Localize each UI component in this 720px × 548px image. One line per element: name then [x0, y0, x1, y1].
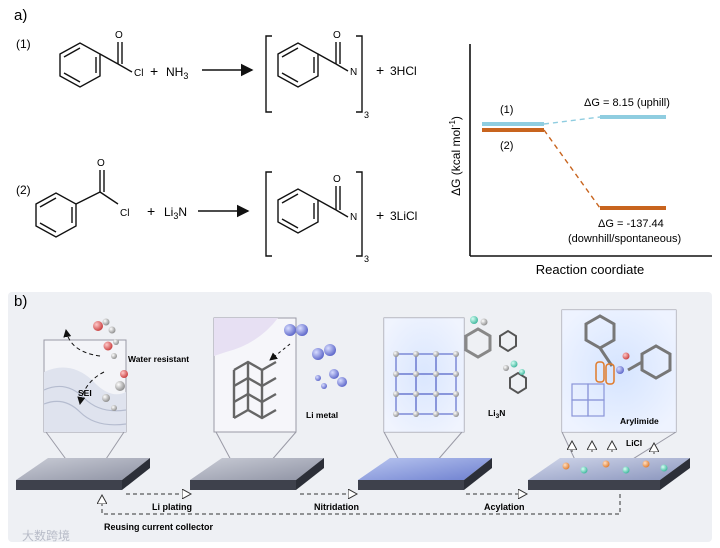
- r2-oxygen: O: [97, 158, 105, 169]
- path2-dg-note: (downhill/spontaneous): [568, 233, 681, 245]
- benzoyl-chloride-structure-2: [36, 170, 118, 237]
- li-metal-callout: [214, 318, 296, 432]
- path2-dg-label: ΔG = -137.44: [598, 218, 664, 230]
- water-resistant-label: Water resistant: [128, 354, 189, 364]
- r2-product-subscript: 3: [364, 254, 369, 264]
- r2-byproduct: 3LiCl: [390, 209, 417, 223]
- slab-sei: [16, 458, 150, 490]
- amide-structure-2: [278, 186, 348, 233]
- path2-label: (2): [500, 140, 513, 152]
- r1-product-bracket: [266, 36, 362, 112]
- r1-byproduct: 3HCl: [390, 64, 417, 78]
- slab-li-metal: [190, 458, 324, 490]
- r1-product-oxygen: O: [333, 30, 341, 41]
- licl-label: LiCl: [626, 438, 642, 448]
- path1-label: (1): [500, 104, 513, 116]
- watermark-text: 大数跨境: [22, 528, 70, 543]
- energy-y-label: ΔG (kcal mol-1): [448, 116, 463, 196]
- r2-plus-2: +: [376, 207, 384, 223]
- callout-projections: [46, 432, 676, 462]
- r2-plus-1: +: [147, 203, 155, 219]
- r1-oxygen: O: [115, 30, 123, 41]
- r1-product-subscript: 3: [364, 110, 369, 120]
- li-plating-label: Li plating: [152, 502, 192, 512]
- r1-product-nitrogen: N: [350, 67, 357, 78]
- energy-x-label: Reaction coordiate: [536, 262, 644, 277]
- r1-plus-2: +: [376, 62, 384, 78]
- reaction2-number: (2): [16, 183, 31, 197]
- li3n-label: Li3N: [488, 408, 505, 420]
- r2-chloride: Cl: [120, 208, 129, 219]
- r2-reagent: Li3N: [164, 205, 187, 221]
- path1-connector: [544, 117, 600, 124]
- path2-connector: [544, 130, 600, 208]
- energy-diagram: ΔG (kcal mol-1) Reaction coordiate (1) (…: [448, 44, 712, 277]
- path1-dg-label: ΔG = 8.15 (uphill): [584, 97, 670, 109]
- slab-li3n: [358, 458, 492, 490]
- benzoyl-chloride-molecules: [466, 316, 526, 393]
- reaction1-number: (1): [16, 37, 31, 51]
- r1-plus-1: +: [150, 63, 158, 79]
- r2-product-nitrogen: N: [350, 212, 357, 223]
- slab-arylimide: [528, 458, 690, 490]
- sei-label: SEI: [78, 388, 92, 398]
- arylimide-callout: [562, 310, 676, 432]
- panel-a-label: a): [14, 7, 27, 24]
- li-metal-label: Li metal: [306, 410, 338, 420]
- amide-structure-1: [278, 42, 348, 87]
- acylation-label: Acylation: [484, 502, 525, 512]
- r2-product-oxygen: O: [333, 174, 341, 185]
- panel-b-label: b): [14, 293, 27, 310]
- nitridation-label: Nitridation: [314, 502, 359, 512]
- reusing-label: Reusing current collector: [104, 522, 214, 532]
- r1-reagent: NH3: [166, 65, 188, 81]
- li3n-callout: [384, 318, 464, 432]
- arylimide-label: Arylimide: [620, 416, 659, 426]
- r1-chloride: Cl: [134, 68, 143, 79]
- benzoyl-chloride-structure-1: [60, 42, 132, 87]
